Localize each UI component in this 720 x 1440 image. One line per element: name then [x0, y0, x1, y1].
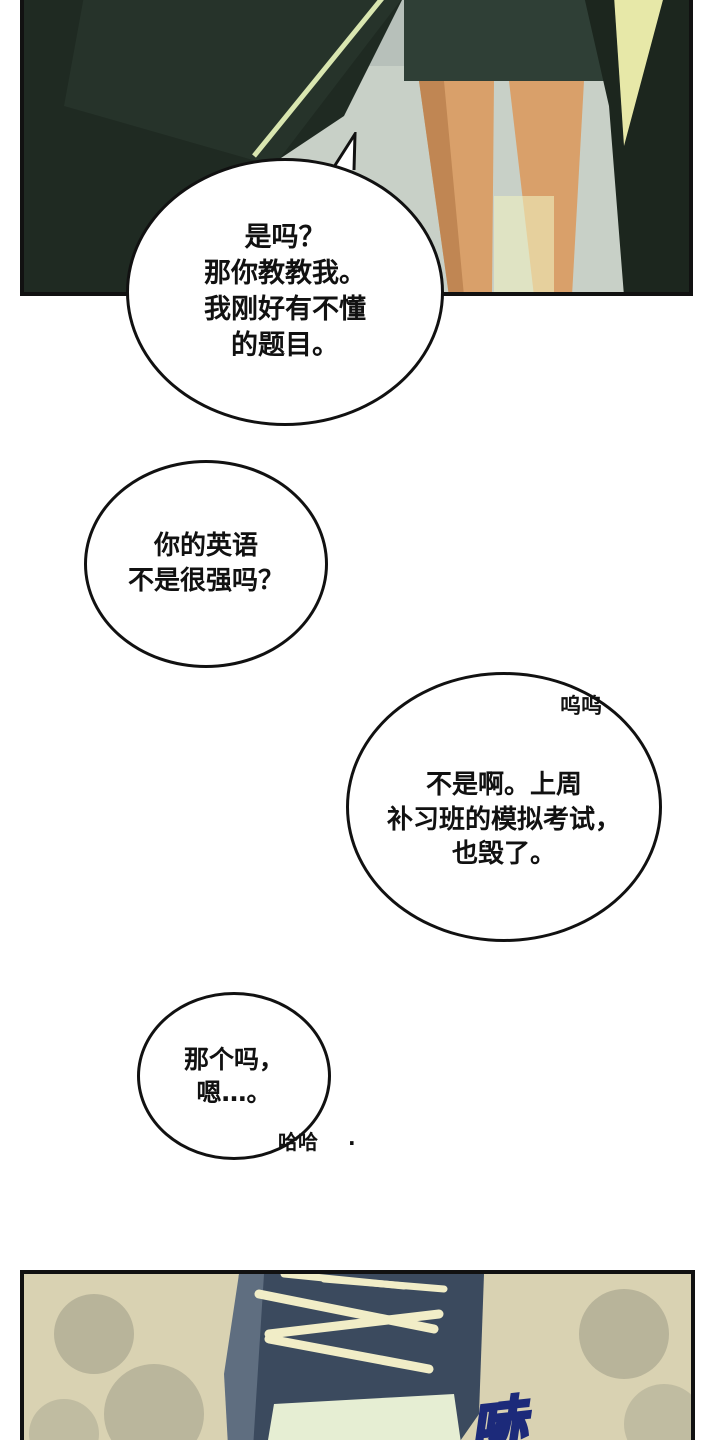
speech-bubble-1-text: 是吗？ 那你教教我。 我刚好有不懂 的题目。: [204, 222, 366, 361]
speech-bubble-2-text: 你的英语 不是很强吗？: [127, 531, 284, 596]
top-panel: [20, 0, 693, 296]
sfx-wuwu: 呜呜: [560, 694, 602, 718]
sfx-haha: 哈哈: [278, 1130, 318, 1154]
speech-bubble-3-text: 不是啊。上周 补习班的模拟考试， 也毁了。: [386, 770, 621, 870]
bottom-panel-art: [24, 1274, 691, 1440]
speech-bubble-4-text: 那个吗， 嗯…。: [183, 1044, 284, 1107]
speech-bubble-2: 你的英语 不是很强吗？: [84, 460, 328, 668]
sfx-dot: .: [348, 1126, 356, 1150]
bottom-panel: [20, 1270, 695, 1440]
sfx-chi: 哧: [466, 1389, 531, 1440]
bubble-1-tail: [330, 132, 357, 171]
speech-bubble-3: 不是啊。上周 补习班的模拟考试， 也毁了。: [346, 672, 662, 942]
speech-bubble-4: 那个吗， 嗯…。: [137, 992, 331, 1160]
top-panel-art: [24, 0, 689, 292]
speech-bubble-1: 是吗？ 那你教教我。 我刚好有不懂 的题目。: [126, 158, 444, 426]
